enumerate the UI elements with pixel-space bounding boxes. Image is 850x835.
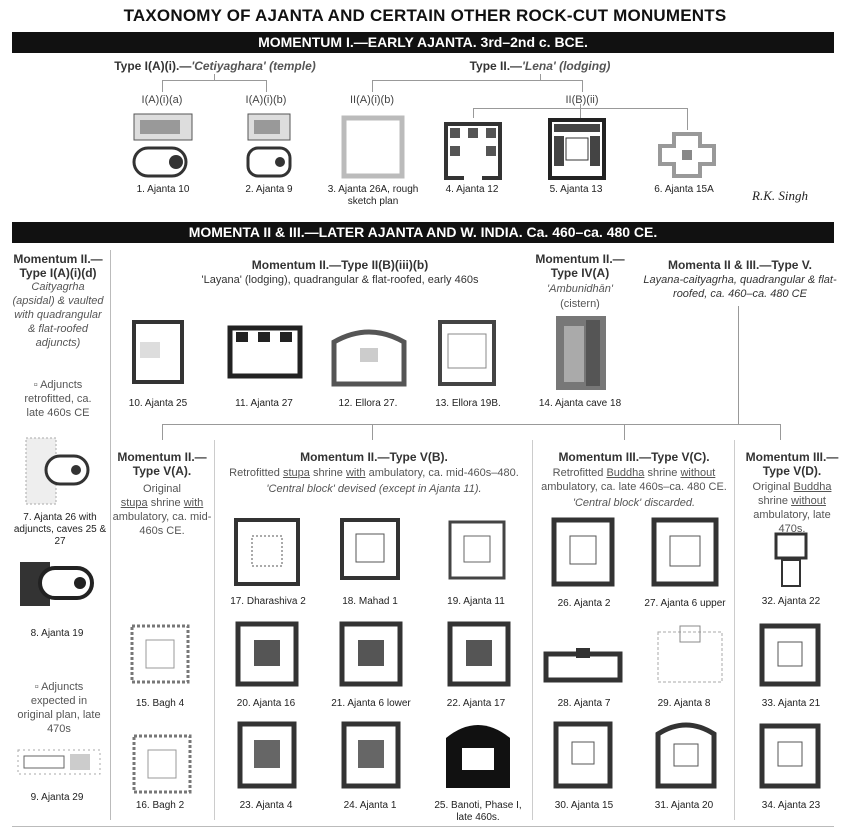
plan-ajanta-6-lower (339, 621, 403, 687)
type-vb-desc: Retrofitted stupa shrine with ambulatory… (229, 467, 519, 479)
caption: 23. Ajanta 4 (239, 800, 293, 811)
caption: 24. Ajanta 1 (343, 800, 397, 811)
type-iib-header: Momentum II.—Type II(B)(iii)(b) (251, 258, 429, 272)
plan-ajanta-15a (658, 132, 716, 178)
type-2-header: Type II.—'Lena' (lodging) (469, 59, 611, 73)
type-1-header: Type I(A)(i).—'Cetiyaghara' (temple) (114, 59, 316, 73)
caption: 15. Bagh 4 (135, 698, 185, 709)
caption: 14. Ajanta cave 18 (538, 398, 622, 409)
caption: 34. Ajanta 23 (761, 800, 821, 811)
plan-ajanta-26 (25, 437, 90, 505)
caption: 7. Ajanta 26 with adjuncts, caves 25 & 2… (13, 512, 107, 547)
signature: R.K. Singh (752, 188, 808, 203)
plan-ajanta-8 (657, 625, 723, 683)
sub-label: II(B)(ii) (565, 94, 599, 106)
type-vc-desc: Retrofitted Buddha shrine without ambula… (541, 467, 727, 493)
type-iib-desc: 'Layana' (lodging), quadrangular & flat-… (201, 274, 479, 286)
plan-ajanta-17 (447, 621, 511, 687)
sub-label: I(A)(i)(b) (245, 94, 287, 106)
caption: 20. Ajanta 16 (236, 698, 296, 709)
plan-ajanta-6-upper (651, 517, 719, 587)
plan-ajanta-13 (548, 118, 606, 180)
caption: 5. Ajanta 13 (549, 184, 603, 195)
type-iv-desc1: 'Ambunidhān' (547, 283, 613, 295)
plan-ajanta-19 (20, 562, 94, 606)
plan-ajanta-26a (341, 115, 405, 179)
caption: 6. Ajanta 15A (654, 184, 714, 195)
caption: 33. Ajanta 21 (761, 698, 821, 709)
type-vc-desc2: 'Central block' discarded. (572, 497, 696, 509)
note-adjuncts-expected: ▫ Adjuncts expected in original plan, la… (17, 681, 101, 735)
caption: 1. Ajanta 10 (136, 184, 190, 195)
caption: 9. Ajanta 29 (30, 792, 84, 803)
plan-ajanta-12 (444, 122, 502, 180)
type-vd-header: Momentum III.—Type V(D). (745, 450, 839, 478)
caption: 13. Ellora 19B. (435, 398, 501, 409)
plan-ajanta-23 (759, 723, 821, 789)
plan-ajanta-1 (341, 721, 401, 789)
plan-ellora-27 (331, 329, 407, 387)
caption: 3. Ajanta 26A, rough sketch plan (327, 184, 419, 207)
type-v-header: Momenta II & III.—Type V. (667, 258, 813, 272)
caption: 17. Dharashiva 2 (230, 596, 306, 607)
plan-ajanta-2 (551, 517, 615, 587)
caption: 27. Ajanta 6 upper (644, 598, 726, 609)
caption: 11. Ajanta 27 (235, 398, 293, 409)
plan-ajanta-11 (448, 520, 506, 580)
caption: 12. Ellora 27. (338, 398, 398, 409)
caption: 8. Ajanta 19 (30, 628, 84, 639)
plan-ajanta-16 (235, 621, 299, 687)
left-col-desc: Caityagrha (apsidal) & vaulted with quad… (12, 281, 104, 349)
plan-mahad-1 (340, 518, 400, 580)
caption: 10. Ajanta 25 (128, 398, 188, 409)
plan-ellora-19b (438, 320, 496, 386)
plan-dharashiva-2 (234, 518, 300, 586)
plan-ajanta-25 (132, 320, 184, 384)
type-vb-header: Momentum II.—Type V(B). (300, 450, 448, 464)
type-iv-header: Momentum II.—Type IV(A) (535, 252, 625, 280)
plan-ajanta-15 (553, 721, 613, 789)
type-vc-header: Momentum III.—Type V(C). (558, 450, 710, 464)
sub-label: I(A)(i)(a) (141, 94, 183, 106)
plan-ajanta-21 (759, 623, 821, 687)
caption: 4. Ajanta 12 (445, 184, 499, 195)
plan-ajanta-22 (774, 532, 808, 587)
caption: 26. Ajanta 2 (557, 598, 611, 609)
caption: 2. Ajanta 9 (245, 184, 293, 195)
caption: 18. Mahad 1 (342, 596, 398, 607)
photo-ajanta-cave-18 (556, 316, 606, 390)
plan-ajanta-9 (246, 113, 292, 178)
caption: 29. Ajanta 8 (657, 698, 711, 709)
plan-ajanta-7 (543, 648, 623, 683)
plan-ajanta-4 (237, 721, 297, 789)
note-adjuncts-retrofitted: ▫ Adjuncts retrofitted, ca. late 460s CE (24, 379, 92, 419)
plan-bagh-4 (130, 624, 190, 684)
caption: 25. Banoti, Phase I, late 460s. (434, 800, 522, 823)
caption: 31. Ajanta 20 (654, 800, 714, 811)
plan-ajanta-27 (227, 325, 303, 379)
momentum-1-band: MOMENTUM I.—EARLY AJANTA. 3rd–2nd c. BCE… (12, 32, 834, 53)
caption: 28. Ajanta 7 (557, 698, 611, 709)
type-vb-desc2: 'Central block' devised (except in Ajant… (266, 483, 482, 495)
left-col-header: Momentum II.—Type I(A)(i)(d) (13, 252, 103, 280)
plan-ajanta-29 (17, 749, 101, 775)
plan-ajanta-10 (132, 113, 193, 178)
caption: 22. Ajanta 17 (446, 698, 506, 709)
plan-bagh-2 (132, 734, 192, 794)
plan-banoti (446, 725, 510, 788)
momenta-2-3-band: MOMENTA II & III.—LATER AJANTA AND W. IN… (12, 222, 834, 243)
type-iv-desc2: (cistern) (560, 298, 600, 310)
caption: 30. Ajanta 15 (554, 800, 614, 811)
caption: 21. Ajanta 6 lower (331, 698, 411, 709)
sub-label: II(A)(i)(b) (350, 94, 394, 106)
caption: 32. Ajanta 22 (761, 596, 821, 607)
page-title: TAXONOMY OF AJANTA AND CERTAIN OTHER ROC… (123, 6, 727, 25)
type-v-desc: Layana-caityagrha, quadrangular & flat-r… (643, 274, 837, 300)
caption: 16. Bagh 2 (135, 800, 185, 811)
plan-ajanta-20 (655, 722, 717, 789)
caption: 19. Ajanta 11 (447, 596, 505, 607)
type-va-header: Momentum II.—Type V(A). (117, 450, 207, 478)
